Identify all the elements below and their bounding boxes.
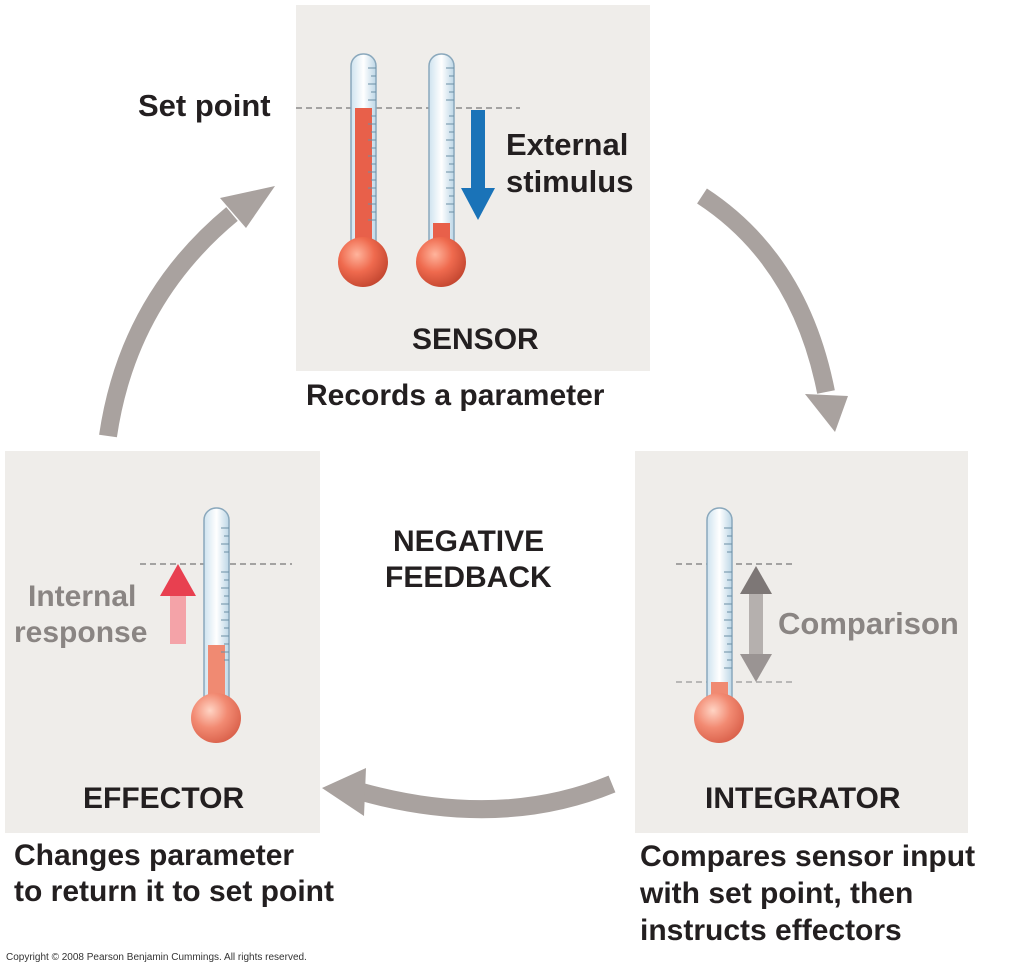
effector-panel	[5, 451, 320, 833]
integrator-description-line2: with set point, then	[640, 877, 914, 910]
cycle-arrow-integrator-to-effector	[322, 768, 616, 819]
effector-description-line1: Changes parameter	[14, 839, 295, 872]
integrator-panel	[635, 451, 968, 833]
sensor-thermometer-setpoint	[338, 53, 388, 287]
external-stimulus-label-line1: External	[506, 127, 629, 162]
comparison-label: Comparison	[778, 606, 959, 641]
integrator-description-line3: instructs effectors	[640, 914, 902, 947]
comparison-arrow	[740, 566, 772, 682]
cycle-arrow-sensor-to-integrator	[697, 188, 848, 432]
copyright-notice: Copyright © 2008 Pearson Benjamin Cummin…	[6, 952, 307, 963]
external-stimulus-arrow	[461, 110, 495, 220]
effector-thermometer	[191, 507, 241, 743]
sensor-description: Records a parameter	[306, 379, 605, 412]
sensor-title: SENSOR	[412, 323, 539, 356]
external-stimulus-label-line2: stimulus	[506, 164, 634, 199]
cycle-arrow-effector-to-sensor	[99, 186, 275, 438]
effector-description-line2: to return it to set point	[14, 875, 334, 908]
effector-title: EFFECTOR	[83, 782, 245, 815]
negative-feedback-label-line1: NEGATIVE	[393, 525, 545, 558]
integrator-title: INTEGRATOR	[705, 782, 901, 815]
internal-response-arrow	[160, 564, 196, 644]
integrator-description-line1: Compares sensor input	[640, 840, 976, 873]
integrator-thermometer	[694, 507, 744, 743]
internal-response-label-line2: response	[14, 616, 148, 649]
negative-feedback-label-line2: FEEDBACK	[385, 561, 552, 594]
sensor-thermometer-stimulus	[416, 53, 466, 287]
set-point-label: Set point	[138, 88, 271, 123]
internal-response-label-line1: Internal	[28, 580, 137, 613]
